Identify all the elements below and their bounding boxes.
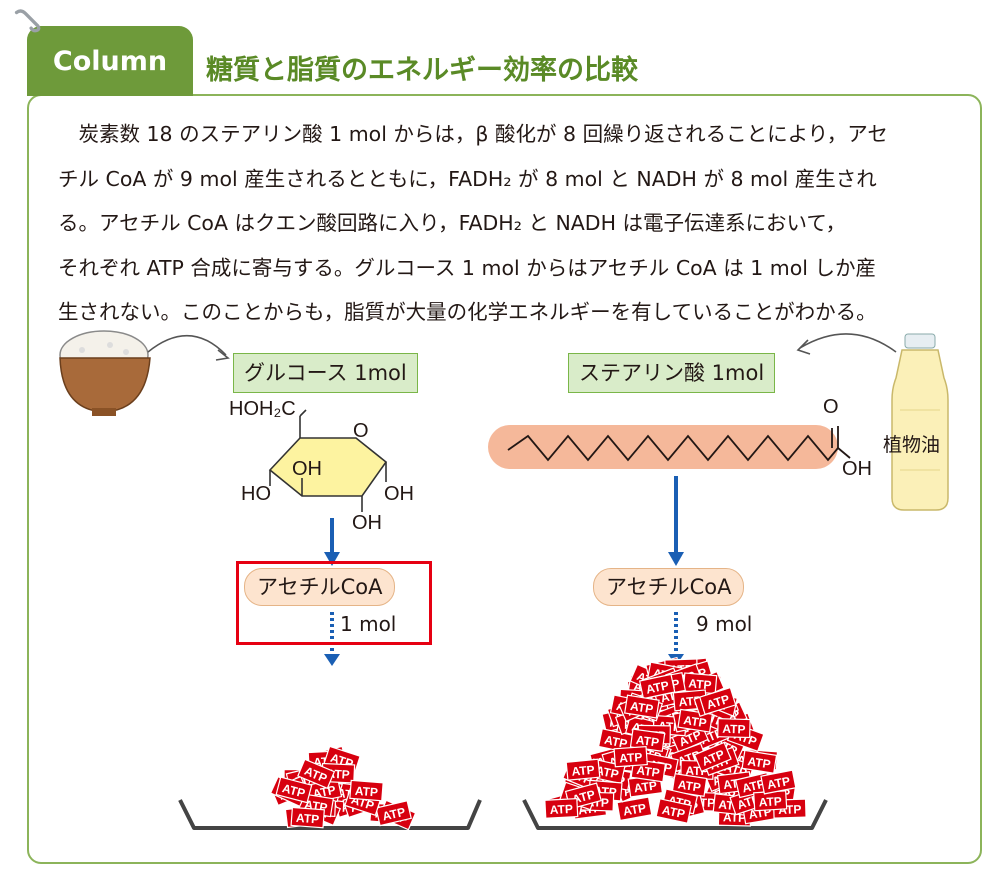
svg-text:ATP: ATP xyxy=(683,713,708,730)
atp-tag: ATP xyxy=(638,673,676,700)
atp-tag: ATP xyxy=(699,686,737,716)
rice-bowl-icon xyxy=(59,330,151,416)
glucose-oh-inner: OH xyxy=(292,458,322,480)
atp-tag: ATP xyxy=(760,769,797,795)
body-paragraph: 炭素数 18 のステアリン酸 1 mol からは，β 酸化が 8 回繰り返される… xyxy=(58,112,958,335)
carboxyl-oh: OH xyxy=(842,458,872,480)
svg-text:ATP: ATP xyxy=(705,692,731,712)
atp-tag: ATP xyxy=(671,773,708,797)
acetyl-coa-left: アセチルCoA xyxy=(244,568,396,606)
atp-tag: ATP xyxy=(290,806,325,829)
atp-tag: ATP xyxy=(275,776,313,804)
glucose-label: グルコース 1mol xyxy=(233,353,418,393)
paperclip-icon xyxy=(14,9,41,33)
tray-left xyxy=(178,799,482,830)
glucose-ho-left: HO xyxy=(241,483,271,505)
svg-text:ATP: ATP xyxy=(296,811,320,827)
fatty-acid-chain xyxy=(507,434,839,462)
atp-tag: ATP xyxy=(741,749,778,774)
svg-text:ATP: ATP xyxy=(645,678,671,696)
atp-tag: ATP xyxy=(349,779,384,802)
page-title: 糖質と脂質のエネルギー効率の比較 xyxy=(206,55,638,86)
highlight-box xyxy=(236,561,432,645)
atp-tag: ATP xyxy=(629,728,666,752)
paragraph-line: 炭素数 18 のステアリン酸 1 mol からは，β 酸化が 8 回繰り返される… xyxy=(58,122,888,146)
svg-text:ATP: ATP xyxy=(766,774,791,792)
atp-tag: ATP xyxy=(544,797,579,819)
svg-text:ATP: ATP xyxy=(636,763,661,780)
paragraph-line: る。アセチル CoA はクエン酸回路に入り，FADH₂ と NADH は電子伝達… xyxy=(58,211,846,235)
atp-tag: ATP xyxy=(375,800,412,827)
svg-text:ATP: ATP xyxy=(747,754,772,771)
svg-text:ATP: ATP xyxy=(619,750,643,766)
fatty-acid-band xyxy=(488,425,838,469)
svg-text:ATP: ATP xyxy=(722,722,745,737)
paragraph-line: それぞれ ATP 合成に寄与する。グルコース 1 mol からはアセチル CoA… xyxy=(58,255,877,280)
paragraph-line: 生されない。このことからも，脂質が大量の化学エネルギーを有していることがわかる。 xyxy=(58,300,877,324)
atp-tag: ATP xyxy=(624,694,660,719)
column-tab: Column xyxy=(27,26,193,96)
atp-tag: ATP xyxy=(693,741,732,773)
acetyl-amount-left: 1 mol xyxy=(340,612,397,636)
svg-text:ATP: ATP xyxy=(677,777,702,794)
column-tab-label: Column xyxy=(52,46,168,77)
atp-pile-small: ATPATPATPATPATPATPATPATPATPATPATPATPATPA… xyxy=(269,745,417,831)
stearic-acid-label: ステアリン酸 1mol xyxy=(568,353,776,393)
atp-tag: ATP xyxy=(655,798,692,824)
acetyl-amount-right: 9 mol xyxy=(696,612,753,636)
glucose-oh-right: OH xyxy=(384,483,414,505)
tray-right xyxy=(522,799,828,830)
oil-bottle-icon xyxy=(891,333,949,511)
svg-text:ATP: ATP xyxy=(688,676,712,692)
paragraph-line: チル CoA が 9 mol 産生されるとともに，FADH₂ が 8 mol と… xyxy=(58,166,877,191)
glucose-ring-oxygen: O xyxy=(353,420,369,442)
svg-text:ATP: ATP xyxy=(549,802,573,817)
svg-text:ATP: ATP xyxy=(629,699,654,716)
svg-text:ATP: ATP xyxy=(354,784,378,800)
svg-text:ATP: ATP xyxy=(741,777,767,796)
atp-tag: ATP xyxy=(297,758,336,790)
glucose-hoh2c: HOH₂C xyxy=(229,398,296,420)
atp-tag: ATP xyxy=(597,728,635,754)
svg-text:ATP: ATP xyxy=(633,778,658,795)
atp-tag: ATP xyxy=(565,758,601,781)
svg-text:ATP: ATP xyxy=(758,794,782,809)
bottle-label: 植物油 xyxy=(883,434,941,456)
svg-text:ATP: ATP xyxy=(622,801,647,819)
svg-text:ATP: ATP xyxy=(594,763,620,782)
atp-tag: ATP xyxy=(613,745,648,768)
column-frame xyxy=(27,94,982,864)
atp-tag: ATP xyxy=(753,790,788,812)
glucose-oh-bottom: OH xyxy=(352,512,382,534)
svg-text:ATP: ATP xyxy=(281,781,307,800)
atp-tag: ATP xyxy=(677,708,714,733)
svg-text:ATP: ATP xyxy=(661,803,687,822)
svg-text:ATP: ATP xyxy=(571,763,595,779)
carbonyl-oxygen: O xyxy=(823,396,839,418)
svg-text:ATP: ATP xyxy=(635,733,660,750)
glucose-ring xyxy=(268,409,388,512)
atp-tag: ATP xyxy=(717,718,751,739)
acetyl-coa-right: アセチルCoA xyxy=(593,568,745,606)
atp-tag: ATP xyxy=(616,796,653,822)
svg-text:ATP: ATP xyxy=(603,733,628,751)
svg-text:ATP: ATP xyxy=(381,805,407,824)
